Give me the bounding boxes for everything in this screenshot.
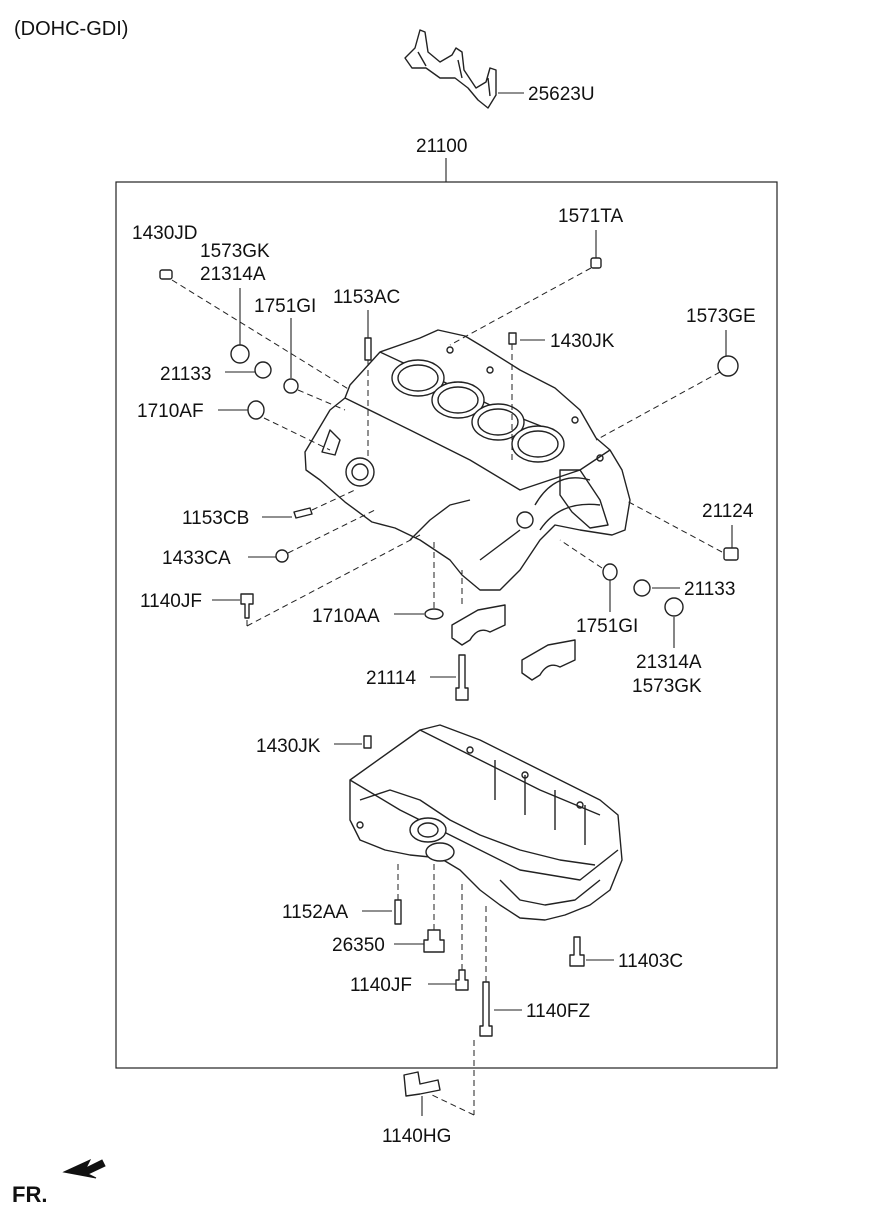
callout-1140HG[interactable]: 1140HG [382, 1126, 451, 1147]
lower-crankcase [349, 724, 623, 921]
callout-1152AA[interactable]: 1152AA [282, 902, 349, 923]
callout-21133-lower[interactable]: 21133 [684, 579, 735, 600]
engine-variant-label: (DOHC-GDI) [14, 18, 128, 40]
bolt-1140HG [403, 1071, 441, 1097]
assembly-frame [115, 181, 778, 1069]
callout-26350[interactable]: 26350 [332, 935, 385, 956]
callout-1573GE[interactable]: 1573GE [686, 306, 756, 327]
callout-1433CA[interactable]: 1433CA [162, 548, 231, 569]
plug-1153CB [293, 507, 313, 519]
callout-1573GK-lower[interactable]: 1573GK [632, 676, 702, 697]
callout-1153CB[interactable]: 1153CB [182, 508, 249, 529]
callout-1751GI-lower[interactable]: 1751GI [576, 616, 638, 637]
front-direction-arrow-icon [62, 1158, 106, 1179]
callout-1140FZ[interactable]: 1140FZ [526, 1001, 590, 1022]
callout-1573GK-upper[interactable]: 1573GK [200, 241, 270, 262]
callout-21133-upper[interactable]: 21133 [160, 364, 211, 385]
dowel-pin-1430JD [159, 269, 173, 280]
callout-1430JD[interactable]: 1430JD [132, 223, 198, 244]
callout-1710AA[interactable]: 1710AA [312, 606, 380, 627]
callout-1140JF-upper[interactable]: 1140JF [140, 591, 202, 612]
callout-1571TA[interactable]: 1571TA [558, 206, 623, 227]
callout-1710AF[interactable]: 1710AF [137, 401, 204, 422]
expansion-plug-21314A-upper [230, 344, 250, 364]
cylinder-block [304, 329, 631, 591]
main-bearing-caps [451, 570, 576, 681]
cap-1573GE [717, 355, 739, 377]
bolt-1140FZ [479, 981, 493, 1037]
expansion-plug-21314A-lower [664, 597, 684, 617]
callout-1751GI-upper[interactable]: 1751GI [254, 296, 316, 317]
bolt-21114 [455, 654, 469, 701]
callout-1140JF-lower[interactable]: 1140JF [350, 975, 412, 996]
plug-21133-lower [633, 579, 651, 597]
o-ring-1710AA [424, 608, 444, 620]
oil-pressure-switch-26350 [423, 929, 445, 953]
stud-1153AC [364, 337, 372, 361]
dowel-pin-1430JK-lower [363, 735, 372, 749]
bolt-1140JF-upper [240, 593, 254, 619]
callout-21114[interactable]: 21114 [366, 668, 416, 689]
o-ring-1710AF [247, 400, 265, 420]
callout-21124[interactable]: 21124 [702, 501, 754, 522]
callout-21314A-upper[interactable]: 21314A [200, 264, 266, 285]
plug-21133-upper [254, 361, 272, 379]
plug-1571TA [590, 257, 602, 269]
callout-1153AC[interactable]: 1153AC [333, 287, 400, 308]
front-direction-label: FR. [12, 1182, 47, 1207]
bracket-25623U [404, 29, 497, 109]
seal-1751GI-upper [283, 378, 299, 394]
callout-21100[interactable]: 21100 [416, 136, 467, 157]
callout-21314A-lower[interactable]: 21314A [636, 652, 702, 673]
plug-1433CA [275, 549, 289, 563]
bolt-11403C [569, 936, 585, 967]
callout-1430JK-upper[interactable]: 1430JK [550, 331, 615, 352]
callout-25623U[interactable]: 25623U [528, 84, 595, 105]
stud-1152AA [394, 899, 402, 925]
dowel-pin-1430JK-upper [508, 332, 517, 345]
callout-11403C[interactable]: 11403C [618, 951, 683, 972]
plug-21124 [723, 547, 739, 561]
callout-1430JK-lower[interactable]: 1430JK [256, 736, 321, 757]
bolt-1140JF-lower [455, 969, 469, 991]
seal-1751GI-lower [602, 563, 618, 581]
